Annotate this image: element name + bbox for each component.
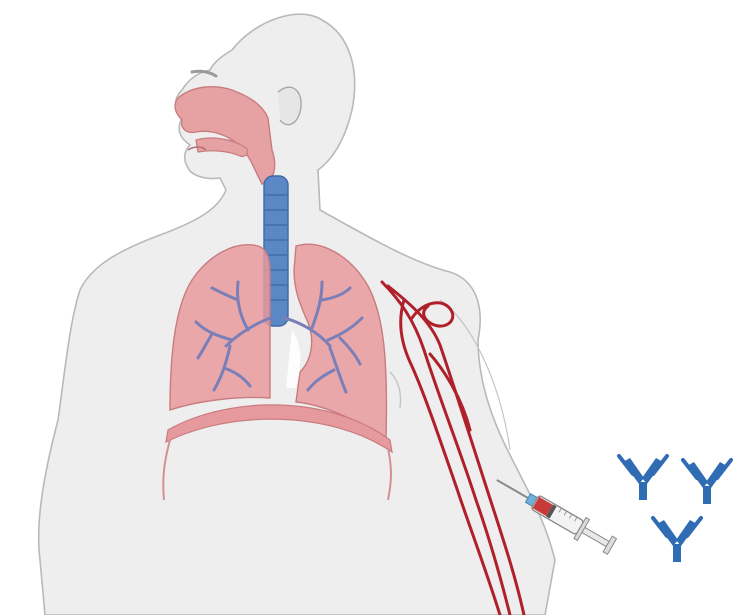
antibody-icon <box>683 460 731 504</box>
human-body <box>39 14 555 615</box>
plunger-rod <box>582 527 609 546</box>
antibody-icon <box>653 518 701 562</box>
ear <box>278 87 301 124</box>
antibodies <box>619 456 731 562</box>
antibody-icon <box>619 456 667 500</box>
